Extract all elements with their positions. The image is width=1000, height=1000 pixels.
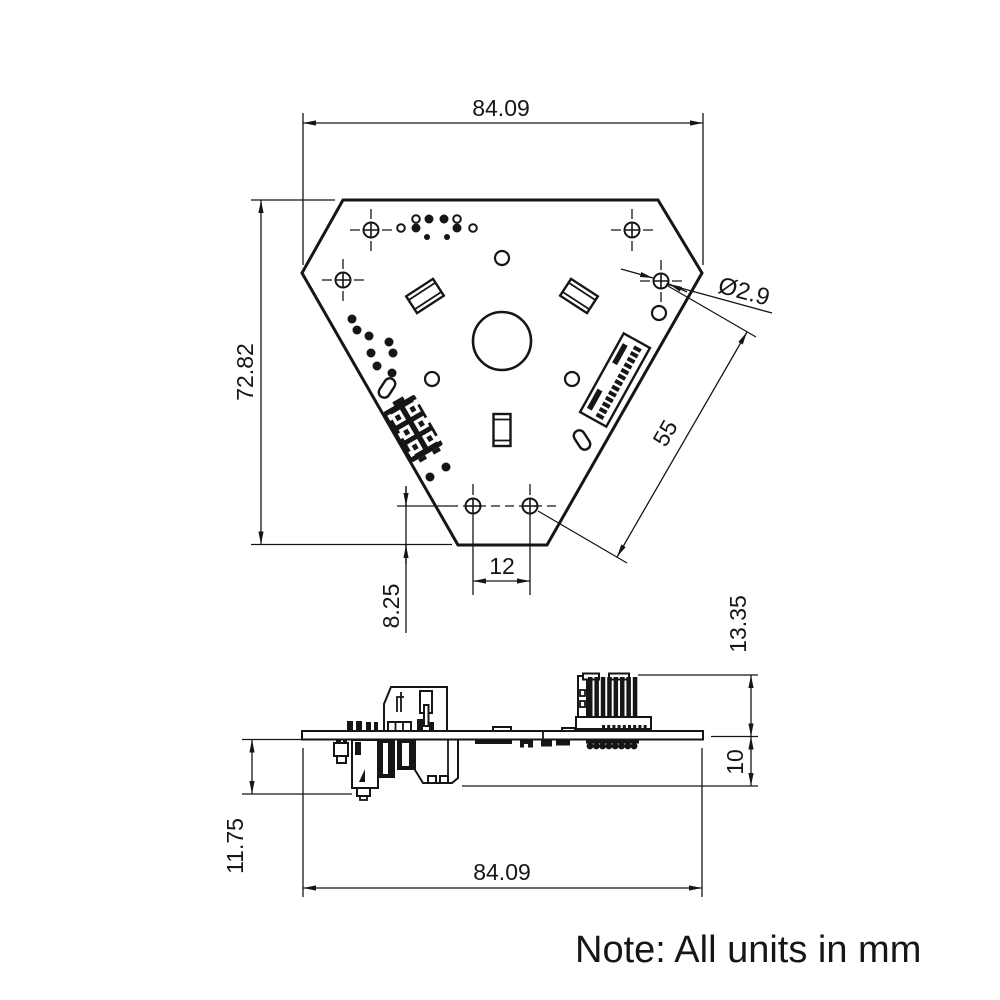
- power-connector: [383, 395, 443, 463]
- small-holes: [423, 249, 668, 388]
- smd-component-right: [558, 277, 600, 315]
- dim-side-width: 84.09: [302, 748, 703, 897]
- dim-top-component-height: 13.35: [638, 595, 758, 738]
- smd-component-left: [404, 277, 446, 315]
- heatsink: [575, 672, 652, 730]
- dim-label-bottom-right-height: 10: [722, 749, 748, 775]
- board-side-profile: [301, 730, 704, 741]
- mounting-hole-right: [640, 260, 682, 302]
- mounting-hole-top-right: [611, 209, 653, 251]
- top-pins-left: [347, 721, 412, 732]
- mounting-holes: [322, 209, 682, 515]
- smd-component-bottom: [492, 412, 512, 448]
- dim-label-height: 72.82: [232, 343, 258, 401]
- heatsink-teeth: [602, 725, 647, 730]
- heatsink-fins: [588, 677, 638, 717]
- dim-label-side-width: 84.09: [473, 859, 531, 885]
- dim-bottom-offset: 8.25: [378, 486, 409, 633]
- heatsink-pins-below: [586, 739, 639, 750]
- bottom-connector-left: [351, 739, 379, 801]
- board-outline: [300, 198, 704, 547]
- dim-label-top-component-height: 13.35: [725, 595, 751, 653]
- slot-left: [377, 377, 397, 399]
- dim-bottom-left-height: 11.75: [222, 738, 352, 874]
- dim-label-bottom-left-height: 11.75: [222, 818, 248, 874]
- dim-top-width: 84.09: [302, 95, 704, 265]
- bottom-connector-mid: [414, 738, 459, 784]
- bottom-components: [333, 738, 639, 801]
- center-hole: [471, 310, 533, 372]
- slot-right: [572, 429, 592, 451]
- via-cluster-left: [347, 314, 451, 482]
- mounting-hole-left: [322, 259, 364, 301]
- dim-label-top-width: 84.09: [472, 95, 530, 121]
- mounting-hole-top-left: [350, 209, 392, 251]
- pcb-top-view: 84.09 72.82 8.25 12 55: [232, 95, 773, 633]
- dim-label-bottom-offset: 8.25: [378, 584, 404, 629]
- units-note: Note: All units in mm: [575, 929, 921, 971]
- dim-label-diagonal-pitch: 55: [647, 415, 682, 450]
- pcb-side-view: 13.35 10 11.75 84.09: [222, 595, 758, 897]
- dim-height: 72.82: [232, 199, 452, 546]
- dim-bottom-pitch: 12: [472, 513, 531, 595]
- via-cluster-top: [396, 214, 478, 240]
- dim-label-hole-diameter: Ø2.9: [715, 272, 772, 312]
- dim-label-bottom-pitch: 12: [489, 553, 515, 579]
- dim-bottom-right-height: 10: [462, 736, 758, 787]
